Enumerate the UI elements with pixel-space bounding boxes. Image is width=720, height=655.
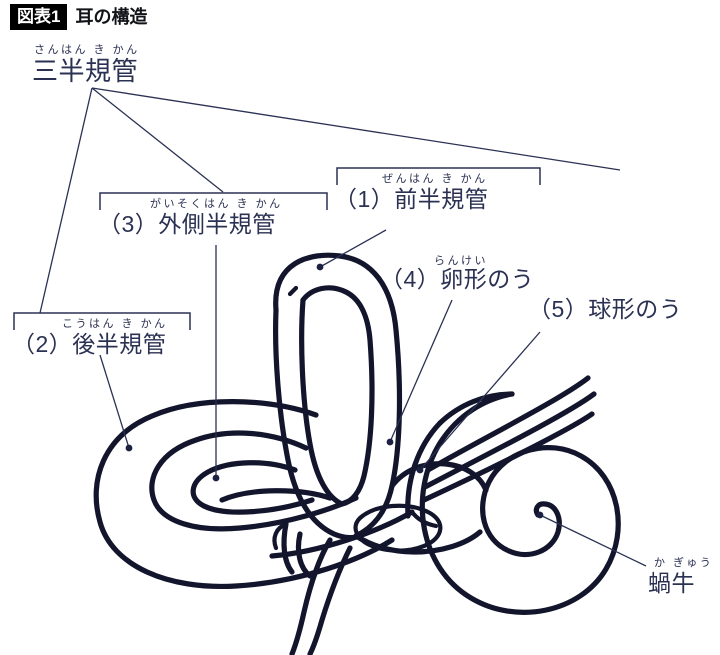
- label-item1-number: （1）: [334, 186, 395, 212]
- lower-tubes: [272, 521, 353, 655]
- leader-dot-item2: [125, 444, 133, 452]
- label-item1: （1）前半規管: [334, 188, 488, 211]
- leader-line-item1: [316, 229, 387, 271]
- figure-header: 図表1 耳の構造: [10, 4, 147, 30]
- leader-line-cochlea: [536, 511, 647, 567]
- label-cochlea: 蝸牛: [648, 570, 695, 596]
- oval-window: [353, 503, 443, 553]
- leader-line-item5: [416, 331, 541, 474]
- label-item2: （2）後半規管: [12, 333, 166, 356]
- anterior-semicircular-canal: [273, 252, 403, 541]
- figure-number-badge: 図表1: [10, 4, 68, 30]
- lateral-semicircular-canal: [149, 430, 359, 532]
- label-item3-number: （3）: [98, 211, 159, 237]
- leader-dot-item3: [212, 474, 220, 482]
- label-item1-text: 前半規管: [394, 186, 489, 212]
- group-branch-lines: [39, 87, 621, 314]
- label-item2-number: （2）: [12, 331, 73, 357]
- leader-dot-item4: [386, 438, 394, 446]
- leader-line-item3: [212, 245, 220, 482]
- leader-line-item4: [386, 299, 453, 446]
- ruby-group: さんはん き かん: [34, 44, 140, 56]
- label-item5: （5）球形のう: [528, 298, 682, 321]
- ruby-item3: がいそくはん き かん: [150, 198, 283, 210]
- ruby-item4: らんけい: [434, 255, 488, 267]
- bracket-item2: [13, 312, 191, 330]
- page-title: 耳の構造: [75, 7, 148, 27]
- leader-line-item2: [99, 354, 133, 452]
- label-item5-number: （5）: [528, 296, 589, 322]
- ruby-cochlea: か ぎゅう: [654, 557, 714, 569]
- label-item4-text: 卵形のう: [440, 266, 535, 292]
- leader-dot-item5: [416, 466, 424, 474]
- bracket-item1: [336, 167, 541, 185]
- ruby-item2: こうはん き かん: [62, 318, 168, 330]
- label-item3-text: 外側半規管: [158, 211, 276, 237]
- ruby-item1: ぜんはん き かん: [382, 173, 488, 185]
- bracket-item3: [99, 192, 328, 210]
- label-item4: （4）卵形のう: [380, 268, 534, 291]
- label-item5-text: 球形のう: [588, 296, 683, 322]
- label-item4-number: （4）: [380, 266, 441, 292]
- label-item2-text: 後半規管: [72, 331, 167, 357]
- leader-dot-item1: [316, 263, 324, 271]
- cochlea-spiral: [405, 391, 621, 615]
- leader-dot-cochlea: [536, 511, 544, 519]
- label-item3: （3）外側半規管: [98, 213, 276, 236]
- posterior-semicircular-canal: [93, 399, 415, 590]
- label-group: 三半規管: [32, 56, 139, 86]
